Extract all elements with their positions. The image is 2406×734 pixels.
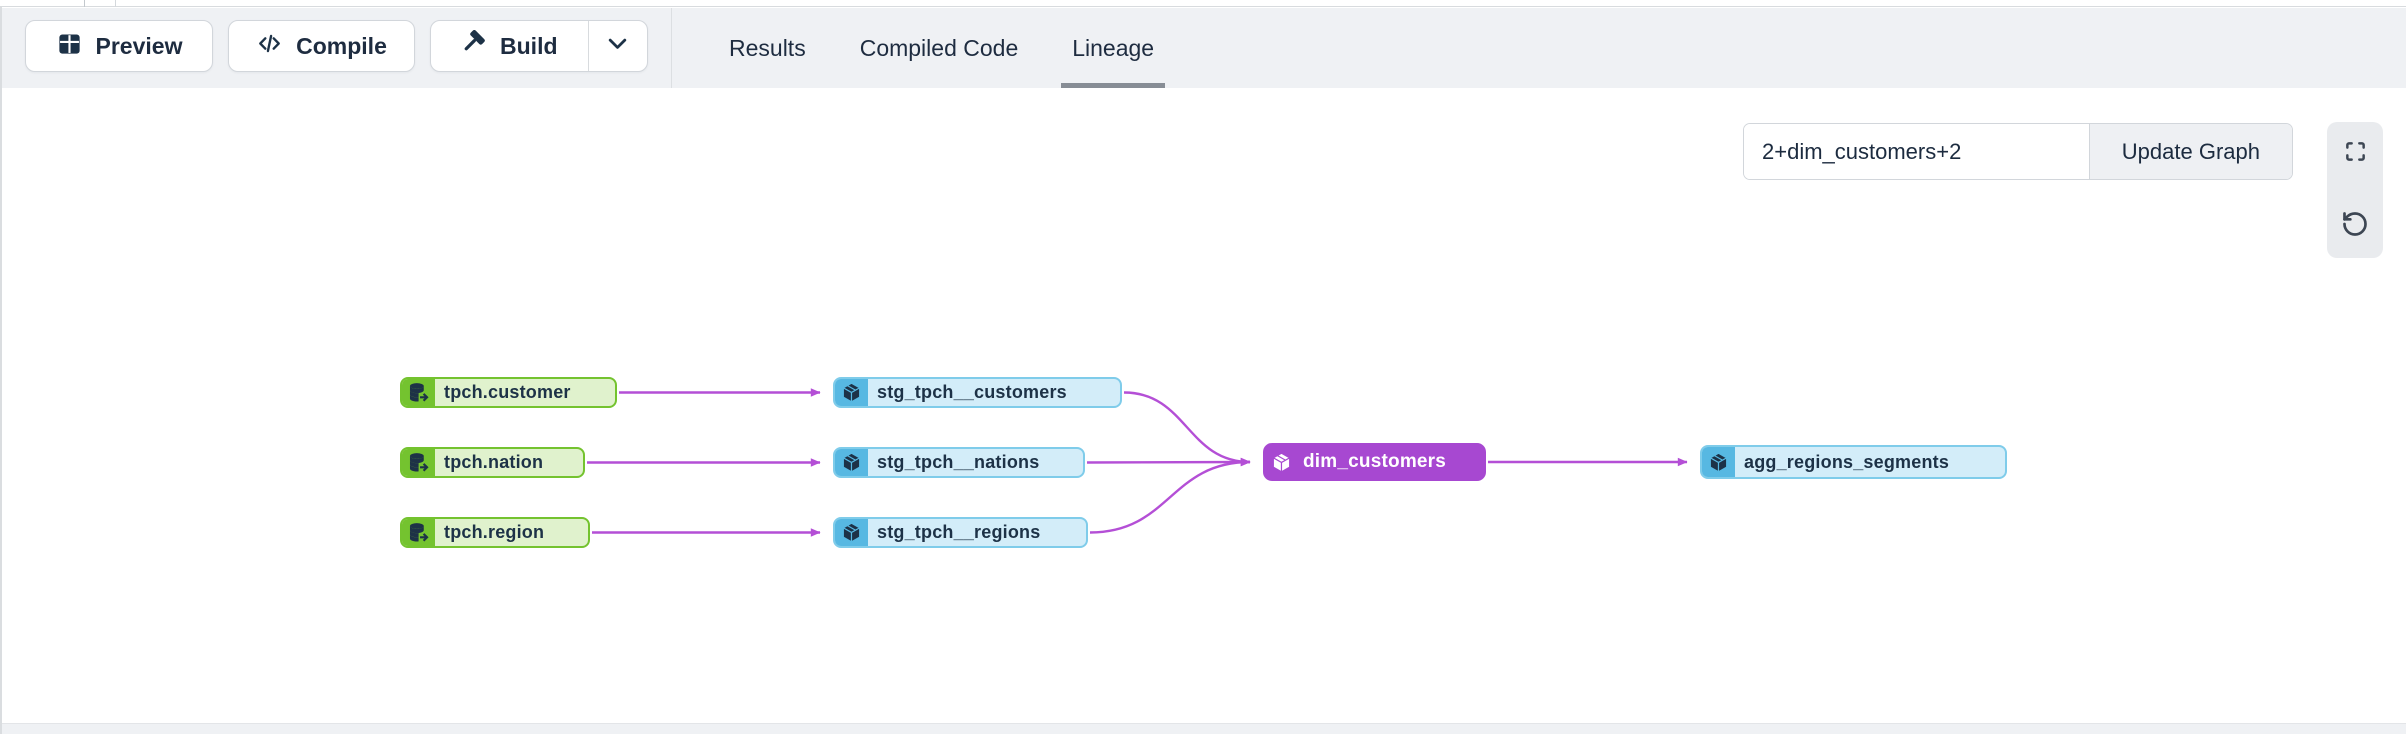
chevron-down-icon [604, 30, 631, 62]
node-label: tpch.region [444, 522, 545, 542]
cube-icon [835, 519, 868, 546]
node-label: stg_tpch__nations [877, 452, 1040, 472]
maximize-icon [2344, 140, 2367, 168]
node-stg-tpch-regions[interactable]: stg_tpch__regions [833, 517, 1088, 548]
panel-left-edge [0, 7, 2, 734]
tab-results[interactable]: Results [729, 34, 806, 61]
node-label: stg_tpch__regions [877, 522, 1041, 542]
update-graph-button[interactable]: Update Graph [2088, 124, 2292, 179]
node-agg-regions-segments[interactable]: agg_regions_segments [1700, 445, 2007, 479]
toolbar-divider [671, 8, 672, 88]
node-label: tpch.nation [444, 452, 544, 472]
fullscreen-button[interactable] [2335, 134, 2375, 174]
rotate-ccw-icon [2341, 210, 2369, 243]
node-label: agg_regions_segments [1744, 451, 1950, 472]
panel-divider-tick [84, 0, 85, 7]
build-button-label: Build [500, 32, 558, 59]
database-icon [402, 519, 435, 546]
panel-bottom-edge [0, 723, 2406, 734]
node-tpch-customer[interactable]: tpch.customer [400, 377, 617, 408]
table-icon [56, 30, 83, 63]
cube-icon [835, 449, 868, 476]
code-icon [256, 30, 283, 63]
preview-button[interactable]: Preview [25, 20, 213, 72]
hammer-icon [461, 30, 487, 62]
build-button[interactable]: Build [431, 21, 588, 71]
node-tpch-nation[interactable]: tpch.nation [400, 447, 585, 478]
preview-button-label: Preview [95, 32, 183, 59]
node-label: tpch.customer [444, 382, 571, 402]
cube-icon [835, 379, 868, 406]
graph-controls-panel [2327, 122, 2383, 258]
compile-button-label: Compile [296, 32, 387, 59]
panel-divider-tick [115, 0, 116, 7]
panel-top-edge [0, 0, 2406, 7]
cube-icon [1265, 445, 1298, 479]
reset-graph-button[interactable] [2335, 206, 2375, 246]
lineage-canvas[interactable]: Update Graph tpch.customer tpch.nation t… [0, 88, 2406, 723]
build-options-button[interactable] [587, 21, 647, 71]
database-icon [402, 379, 435, 406]
database-icon [402, 449, 435, 476]
node-tpch-region[interactable]: tpch.region [400, 517, 590, 548]
node-label: stg_tpch__customers [877, 382, 1067, 402]
lineage-selector-group: Update Graph [1743, 123, 2293, 180]
tab-compiled-code[interactable]: Compiled Code [859, 34, 1019, 61]
build-button-group: Build [430, 20, 648, 72]
lineage-selector-input[interactable] [1744, 124, 2089, 179]
node-dim-customers[interactable]: dim_customers [1263, 443, 1486, 481]
node-stg-tpch-nations[interactable]: stg_tpch__nations [833, 447, 1085, 478]
cube-icon [1702, 447, 1735, 477]
tab-lineage[interactable]: Lineage [1045, 8, 1181, 88]
result-pane-tabs: Results Compiled Code Lineage [702, 8, 1181, 88]
node-label: dim_customers [1303, 451, 1447, 472]
compile-button[interactable]: Compile [228, 20, 415, 72]
node-stg-tpch-customers[interactable]: stg_tpch__customers [833, 377, 1122, 408]
